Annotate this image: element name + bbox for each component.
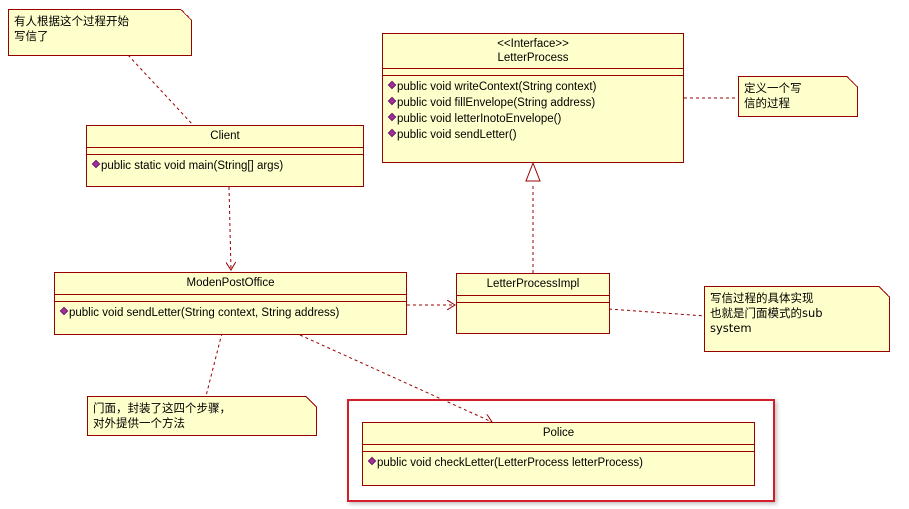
operation-icon: [59, 306, 69, 316]
operation-compartment: public void sendLetter(String context, S…: [55, 302, 406, 325]
operation-compartment: public void writeContext(String context)…: [383, 76, 683, 147]
highlight-box: [347, 399, 775, 502]
class-name: ModenPostOffice: [55, 273, 406, 295]
operation-item: public void writeContext(String context): [387, 79, 679, 95]
operation-item: public void letterInotoEnvelope(): [387, 111, 679, 127]
operation-item: public void sendLetter(String context, S…: [59, 305, 402, 321]
facade-note-anchor: [205, 332, 223, 397]
postoffice-to-police-dependency: [299, 334, 492, 422]
class-letter-process-impl: LetterProcessImpl: [456, 273, 610, 334]
attribute-compartment: [87, 148, 363, 155]
operation-item: public void checkLetter(LetterProcess le…: [367, 455, 750, 471]
facade-note: 门面，封装了这四个步骤， 对外提供一个方法: [87, 396, 317, 436]
operation-compartment: public static void main(String[] args): [87, 155, 363, 178]
impl-note-anchor: [608, 308, 706, 317]
operation-item: public void sendLetter(): [387, 127, 679, 143]
attribute-compartment: [457, 296, 609, 303]
class-name: Police: [363, 423, 754, 445]
interface-letter-process: <<Interface>> LetterProcess public void …: [382, 33, 684, 163]
client-note: 有人根据这个过程开始 写信了: [8, 9, 192, 56]
operation-icon: [387, 80, 397, 90]
class-moden-post-office: ModenPostOffice public void sendLetter(S…: [54, 272, 407, 335]
operation-item: public static void main(String[] args): [91, 158, 359, 174]
impl-note: 写信过程的具体实现 也就是门面模式的sub system: [704, 286, 890, 352]
client-note-anchor: [127, 54, 194, 126]
operation-compartment: public void checkLetter(LetterProcess le…: [363, 452, 754, 475]
attribute-compartment: [383, 69, 683, 76]
interface-note: 定义一个写 信的过程: [738, 76, 858, 117]
stereotype-label: <<Interface>>: [497, 38, 569, 50]
class-name-label: LetterProcess: [497, 52, 569, 64]
operation-icon: [387, 96, 397, 106]
class-name: <<Interface>> LetterProcess: [383, 34, 683, 69]
class-client: Client public static void main(String[] …: [86, 125, 364, 187]
class-police: Police public void checkLetter(LetterPro…: [362, 422, 755, 486]
class-name: LetterProcessImpl: [457, 274, 609, 296]
operation-item: public void fillEnvelope(String address): [387, 95, 679, 111]
client-to-postoffice-dependency: [229, 186, 231, 270]
operation-icon: [91, 159, 101, 169]
attribute-compartment: [55, 295, 406, 302]
operation-icon: [387, 128, 397, 138]
realization-arrowhead: [525, 161, 541, 182]
class-name: Client: [87, 126, 363, 148]
attribute-compartment: [363, 445, 754, 452]
operation-icon: [387, 112, 397, 122]
